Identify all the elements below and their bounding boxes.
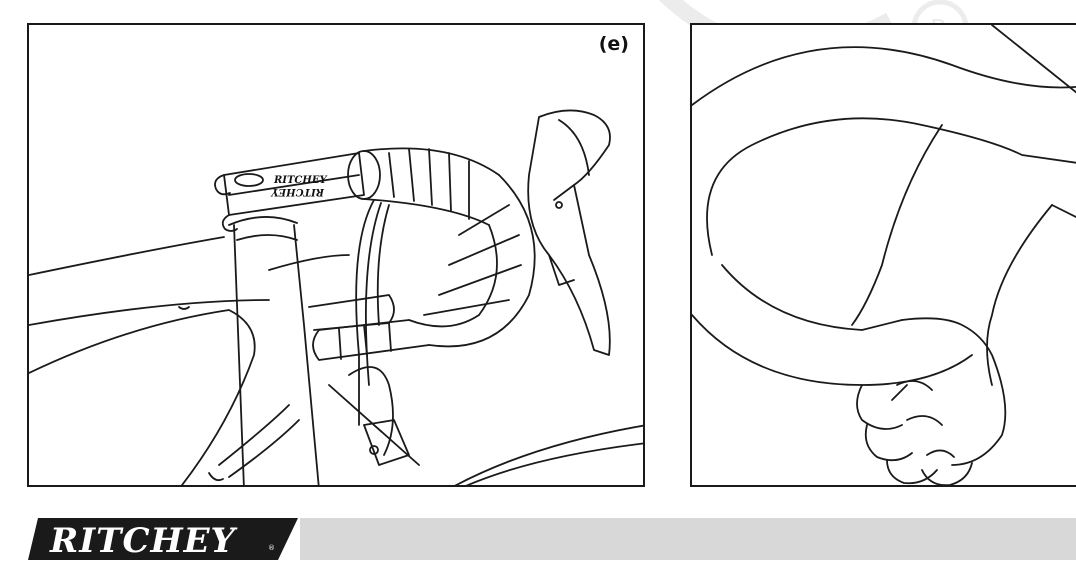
ritchey-logo: RITCHEY ® [28, 518, 298, 560]
stem-brand-bottom: RITCHEY [271, 186, 325, 197]
illustration-panel-hand-grip [690, 23, 1076, 487]
logo-text: RITCHEY [49, 521, 238, 560]
registered-mark: ® [268, 544, 275, 552]
footer-bar [300, 518, 1076, 560]
illustration-panel-handlebar: RITCHEY RITCHEY [27, 23, 645, 487]
handlebar-drawing: RITCHEY RITCHEY [29, 109, 643, 485]
hand-grip-drawing [692, 25, 1076, 485]
figure-label: (e) [598, 33, 629, 55]
stem-brand-top: RITCHEY [273, 175, 327, 186]
